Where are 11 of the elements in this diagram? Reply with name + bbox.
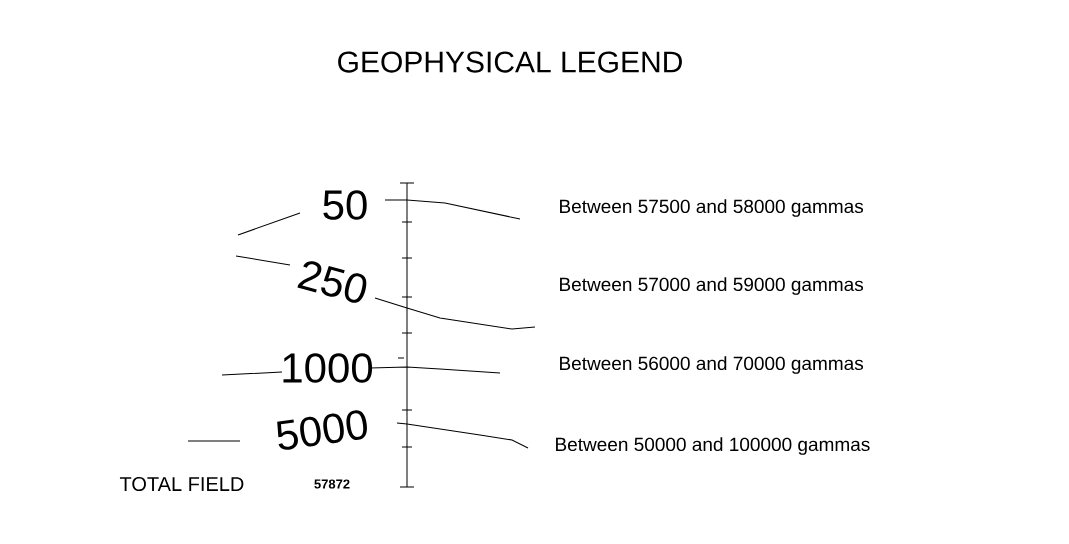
legend-text: Between 57500 and 58000 gammas: [560, 199, 864, 217]
contour-value: 250: [297, 261, 367, 303]
contour-value: 50: [323, 190, 367, 220]
map-number: 57872: [314, 479, 350, 489]
legend-text: Between 50000 and 100000 gammas: [556, 437, 870, 455]
axis-label: TOTAL FIELD: [119, 476, 244, 492]
contour-value: 1000: [283, 353, 373, 383]
legend-text: Between 56000 and 70000 gammas: [560, 356, 864, 374]
contour-value: 5000: [277, 410, 367, 450]
title: GEOPHYSICAL LEGEND: [338, 51, 682, 73]
legend-text: Between 57000 and 59000 gammas: [560, 277, 864, 295]
